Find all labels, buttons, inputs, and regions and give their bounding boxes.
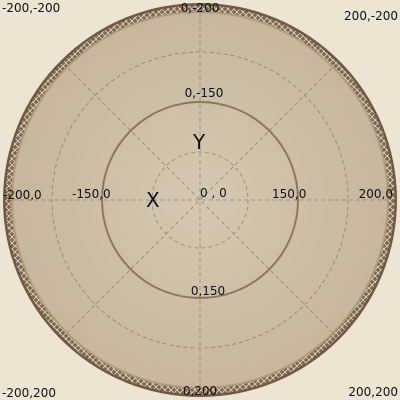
edge-label-left: -200,0 xyxy=(3,188,42,202)
diagonal-line-a xyxy=(67,67,333,333)
grid-lines xyxy=(13,13,387,387)
corner-label-bottom-left: -200,200 xyxy=(2,386,56,400)
corner-label-top-right: 200,-200 xyxy=(344,9,398,23)
edge-label-right: 200,0 xyxy=(358,187,393,201)
inner-label-right: 150,0 xyxy=(272,187,307,201)
edge-label-top: 0,-200 xyxy=(180,1,220,15)
inner-label-bottom: 0,150 xyxy=(190,284,226,298)
inner-label-left: -150,0 xyxy=(72,187,111,201)
middle-solid-ring xyxy=(101,101,299,299)
corner-label-top-left: -200,-200 xyxy=(2,1,61,15)
corner-label-bottom-right: 200,200 xyxy=(348,385,398,399)
diagonal-line-b xyxy=(67,67,333,333)
inner-dashed-ring xyxy=(151,151,249,249)
center-label: 0 , 0 xyxy=(200,186,227,200)
outer-dashed-ring xyxy=(51,51,349,349)
edge-label-bottom: 0,200 xyxy=(182,384,218,398)
axis-label-x: X xyxy=(146,188,160,212)
axis-label-y: Y xyxy=(193,130,206,154)
inner-label-top: 0,-150 xyxy=(184,86,224,100)
